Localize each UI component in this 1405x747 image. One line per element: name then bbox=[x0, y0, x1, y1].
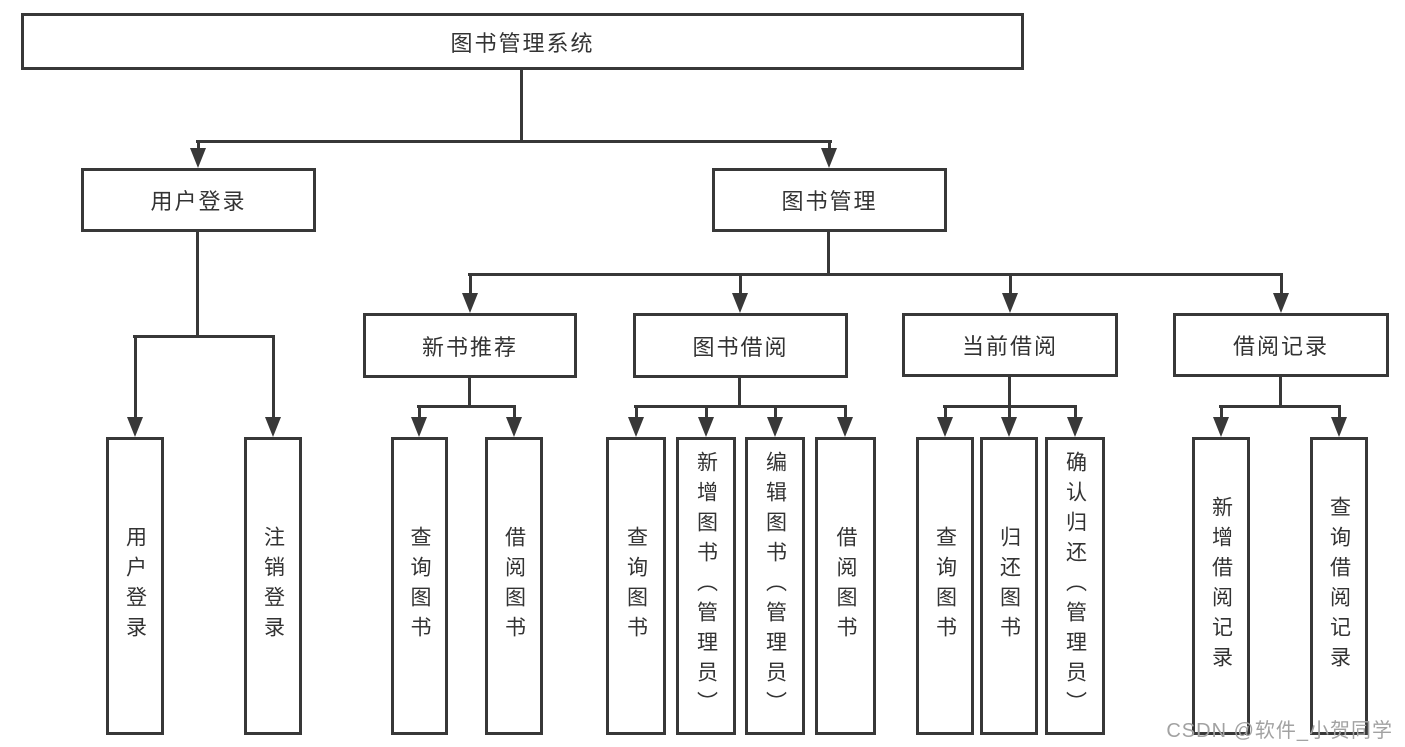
arrow-down-icon bbox=[1331, 405, 1347, 437]
node-borrowing-records: 借阅记录 bbox=[1173, 313, 1389, 377]
connector-new-rec-stem bbox=[468, 378, 471, 405]
node-new-book-recommend: 新书推荐 bbox=[363, 313, 577, 378]
arrow-down-icon bbox=[837, 405, 853, 437]
leaf-logout: 注销登录 bbox=[244, 437, 302, 735]
arrow-down-icon bbox=[767, 405, 783, 437]
arrow-down-icon bbox=[698, 405, 714, 437]
node-book-management-label: 图书管理 bbox=[781, 189, 878, 214]
connector-user-login-stem bbox=[196, 232, 199, 335]
node-book-borrowing-label: 图书借阅 bbox=[692, 334, 789, 360]
leaf-rec-query-book: 查询图书 bbox=[391, 437, 448, 735]
csdn-watermark: CSDN @软件_小贺同学 bbox=[1166, 720, 1393, 742]
node-new-book-recommend-label: 新书推荐 bbox=[421, 334, 518, 360]
arrow-down-icon bbox=[265, 335, 281, 437]
node-book-borrowing: 图书借阅 bbox=[633, 313, 848, 378]
leaf-bb-borrow-book: 借阅图书 bbox=[815, 437, 876, 735]
node-borrowing-records-label: 借阅记录 bbox=[1232, 334, 1329, 359]
connector-root-rail bbox=[196, 140, 832, 143]
arrow-down-icon bbox=[506, 405, 522, 437]
node-root: 图书管理系统 bbox=[21, 13, 1024, 70]
connector-book-borrow-stem bbox=[738, 378, 741, 405]
leaf-br-query-record-label: 查询借阅记录 bbox=[1327, 496, 1351, 676]
arrow-down-icon bbox=[1067, 405, 1083, 437]
node-current-borrowing-label: 当前借阅 bbox=[961, 334, 1058, 359]
connector-book-borrow-rail bbox=[634, 405, 847, 408]
leaf-cb-return-book-label: 归还图书 bbox=[997, 526, 1021, 646]
leaf-bb-edit-book-label: 编辑图书（管理员） bbox=[763, 451, 787, 721]
leaf-bb-query-book: 查询图书 bbox=[606, 437, 666, 735]
arrow-down-icon bbox=[1213, 405, 1229, 437]
leaf-bb-borrow-book-label: 借阅图书 bbox=[834, 526, 857, 646]
leaf-cb-confirm-return-label: 确认归还（管理员） bbox=[1063, 451, 1087, 721]
connector-borrow-record-rail bbox=[1219, 405, 1341, 408]
node-book-management: 图书管理 bbox=[712, 168, 947, 232]
leaf-cb-query-book-label: 查询图书 bbox=[933, 526, 957, 646]
leaf-br-add-record-label: 新增借阅记录 bbox=[1209, 496, 1233, 676]
leaf-user-login: 用户登录 bbox=[106, 437, 164, 735]
connector-book-mgmt-stem bbox=[827, 232, 830, 273]
connector-new-rec-rail bbox=[417, 405, 516, 408]
leaf-br-query-record: 查询借阅记录 bbox=[1310, 437, 1368, 735]
arrow-down-icon bbox=[190, 140, 206, 168]
arrow-down-icon bbox=[462, 273, 478, 313]
node-current-borrowing: 当前借阅 bbox=[902, 313, 1118, 377]
arrow-down-icon bbox=[127, 335, 143, 437]
leaf-cb-query-book: 查询图书 bbox=[916, 437, 974, 735]
leaf-rec-query-book-label: 查询图书 bbox=[408, 526, 431, 646]
leaf-bb-edit-book: 编辑图书（管理员） bbox=[745, 437, 805, 735]
arrow-down-icon bbox=[732, 273, 748, 313]
leaf-bb-query-book-label: 查询图书 bbox=[624, 526, 648, 646]
leaf-logout-label: 注销登录 bbox=[261, 526, 285, 646]
leaf-rec-borrow-book: 借阅图书 bbox=[485, 437, 543, 735]
leaf-user-login-label: 用户登录 bbox=[123, 526, 147, 646]
connector-current-borrow-stem bbox=[1008, 377, 1011, 405]
leaf-cb-return-book: 归还图书 bbox=[980, 437, 1038, 735]
leaf-cb-confirm-return: 确认归还（管理员） bbox=[1045, 437, 1105, 735]
arrow-down-icon bbox=[628, 405, 644, 437]
arrow-down-icon bbox=[1002, 273, 1018, 313]
connector-root-stem bbox=[520, 70, 523, 140]
arrow-down-icon bbox=[411, 405, 427, 437]
connector-book-mgmt-rail bbox=[468, 273, 1283, 276]
leaf-bb-add-book: 新增图书（管理员） bbox=[676, 437, 736, 735]
arrow-down-icon bbox=[1273, 273, 1289, 313]
arrow-down-icon bbox=[937, 405, 953, 437]
node-user-login-label: 用户登录 bbox=[150, 189, 247, 214]
arrow-down-icon bbox=[1001, 405, 1017, 437]
arrow-down-icon bbox=[821, 140, 837, 168]
connector-user-login-rail bbox=[133, 335, 275, 338]
leaf-rec-borrow-book-label: 借阅图书 bbox=[502, 526, 526, 646]
connector-borrow-record-stem bbox=[1279, 377, 1282, 405]
node-user-login: 用户登录 bbox=[81, 168, 316, 232]
leaf-br-add-record: 新增借阅记录 bbox=[1192, 437, 1250, 735]
leaf-bb-add-book-label: 新增图书（管理员） bbox=[694, 451, 718, 721]
node-root-label: 图书管理系统 bbox=[450, 30, 595, 56]
